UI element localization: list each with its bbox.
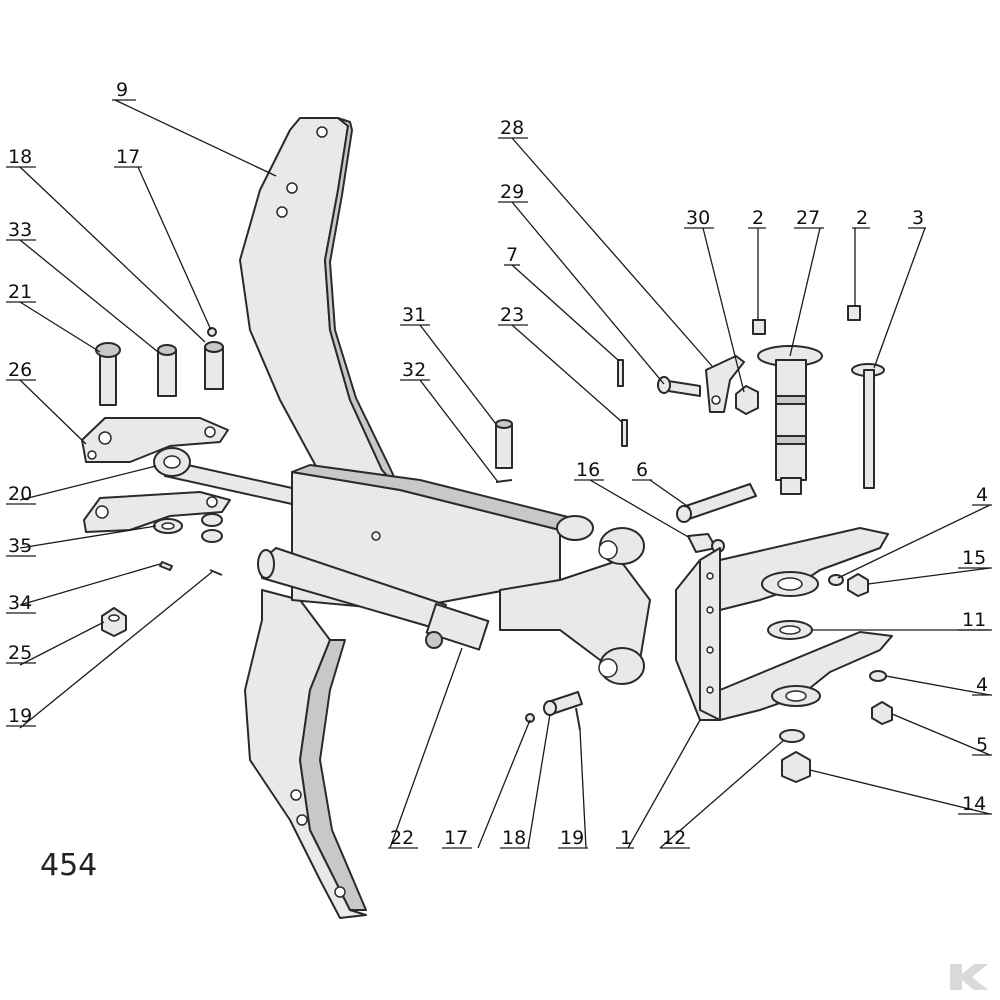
callout-labels: 9 18 17 33 21 26 20 35 34 25 19 31 32 28… — [6, 79, 992, 849]
callout-31: 31 — [402, 304, 426, 326]
headstock-frame — [675, 527, 893, 721]
callout-17: 17 — [116, 146, 140, 168]
bolt-21 — [95, 342, 121, 406]
callout-18: 18 — [8, 146, 32, 168]
shaft-27 — [757, 345, 823, 495]
brand-logo-icon — [950, 964, 988, 990]
washers-left — [153, 513, 223, 543]
washer-11 — [767, 620, 813, 640]
callout-21: 21 — [8, 281, 32, 303]
callout-9: 9 — [116, 79, 128, 101]
callout-18-bottom: 18 — [502, 827, 526, 849]
tie-rod — [153, 447, 293, 505]
callout-25: 25 — [8, 642, 32, 664]
callout-22: 22 — [390, 827, 414, 849]
callout-2-left: 2 — [752, 207, 764, 229]
callout-26: 26 — [8, 359, 32, 381]
nut-30 — [735, 385, 759, 415]
callout-29: 29 — [500, 181, 524, 203]
callout-20: 20 — [8, 483, 32, 505]
callout-35: 35 — [8, 535, 32, 557]
callout-28: 28 — [500, 117, 524, 139]
callout-33: 33 — [8, 219, 32, 241]
callout-19-bottom: 19 — [560, 827, 584, 849]
rod-3 — [851, 363, 885, 489]
callout-2-right: 2 — [856, 207, 868, 229]
page-number: 454 — [40, 848, 98, 883]
bushing-33 — [157, 344, 177, 397]
lower-link-plate — [83, 491, 231, 533]
callout-6: 6 — [636, 459, 648, 481]
pin-29 — [657, 376, 701, 397]
bracket-28 — [705, 355, 745, 413]
callout-16: 16 — [576, 459, 600, 481]
callout-12: 12 — [662, 827, 686, 849]
leader-lines — [19, 99, 991, 849]
callout-11: 11 — [962, 609, 986, 631]
curved-tine-arm — [239, 117, 401, 919]
callout-4-bottom: 4 — [976, 674, 988, 696]
pin-18-lower — [543, 691, 583, 716]
nut-25 — [101, 607, 127, 637]
callout-34: 34 — [8, 592, 32, 614]
upper-link-plate — [81, 417, 229, 463]
callout-27: 27 — [796, 207, 820, 229]
callout-14: 14 — [962, 793, 986, 815]
callout-15: 15 — [962, 547, 986, 569]
callout-7: 7 — [506, 244, 518, 266]
callout-32: 32 — [402, 359, 426, 381]
callout-23: 23 — [500, 304, 524, 326]
pin-6 — [676, 483, 757, 523]
pin-31 — [495, 419, 513, 469]
callout-1: 1 — [620, 827, 632, 849]
hydraulic-cylinder — [257, 547, 490, 651]
bushing-18 — [204, 341, 224, 390]
callout-5: 5 — [976, 734, 988, 756]
callout-3: 3 — [912, 207, 924, 229]
callout-17-bottom: 17 — [444, 827, 468, 849]
callout-30: 30 — [686, 207, 710, 229]
callout-19-left: 19 — [8, 705, 32, 727]
callout-4-top: 4 — [976, 484, 988, 506]
